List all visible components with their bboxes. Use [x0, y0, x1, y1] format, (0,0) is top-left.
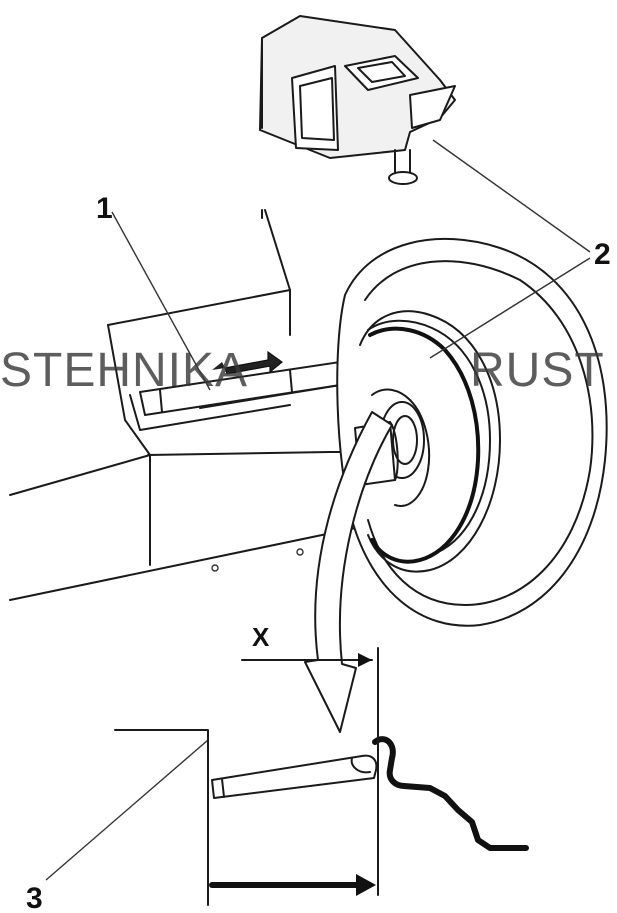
transition-arrow-icon: [304, 411, 393, 733]
callout-label-2: 2: [594, 238, 611, 271]
watermark-right: RUST: [470, 344, 605, 397]
leader-lines: [45, 139, 591, 881]
callout-label-1: 1: [96, 192, 113, 225]
wheel: [336, 237, 608, 627]
double-arrow-icon: [224, 350, 283, 375]
rim-detail: [114, 647, 529, 906]
dimension-label-x: X: [252, 622, 270, 652]
watermark-left: STEHNIKA: [0, 344, 248, 397]
callout-label-3: 3: [26, 882, 43, 913]
sensor-head: [259, 15, 456, 185]
